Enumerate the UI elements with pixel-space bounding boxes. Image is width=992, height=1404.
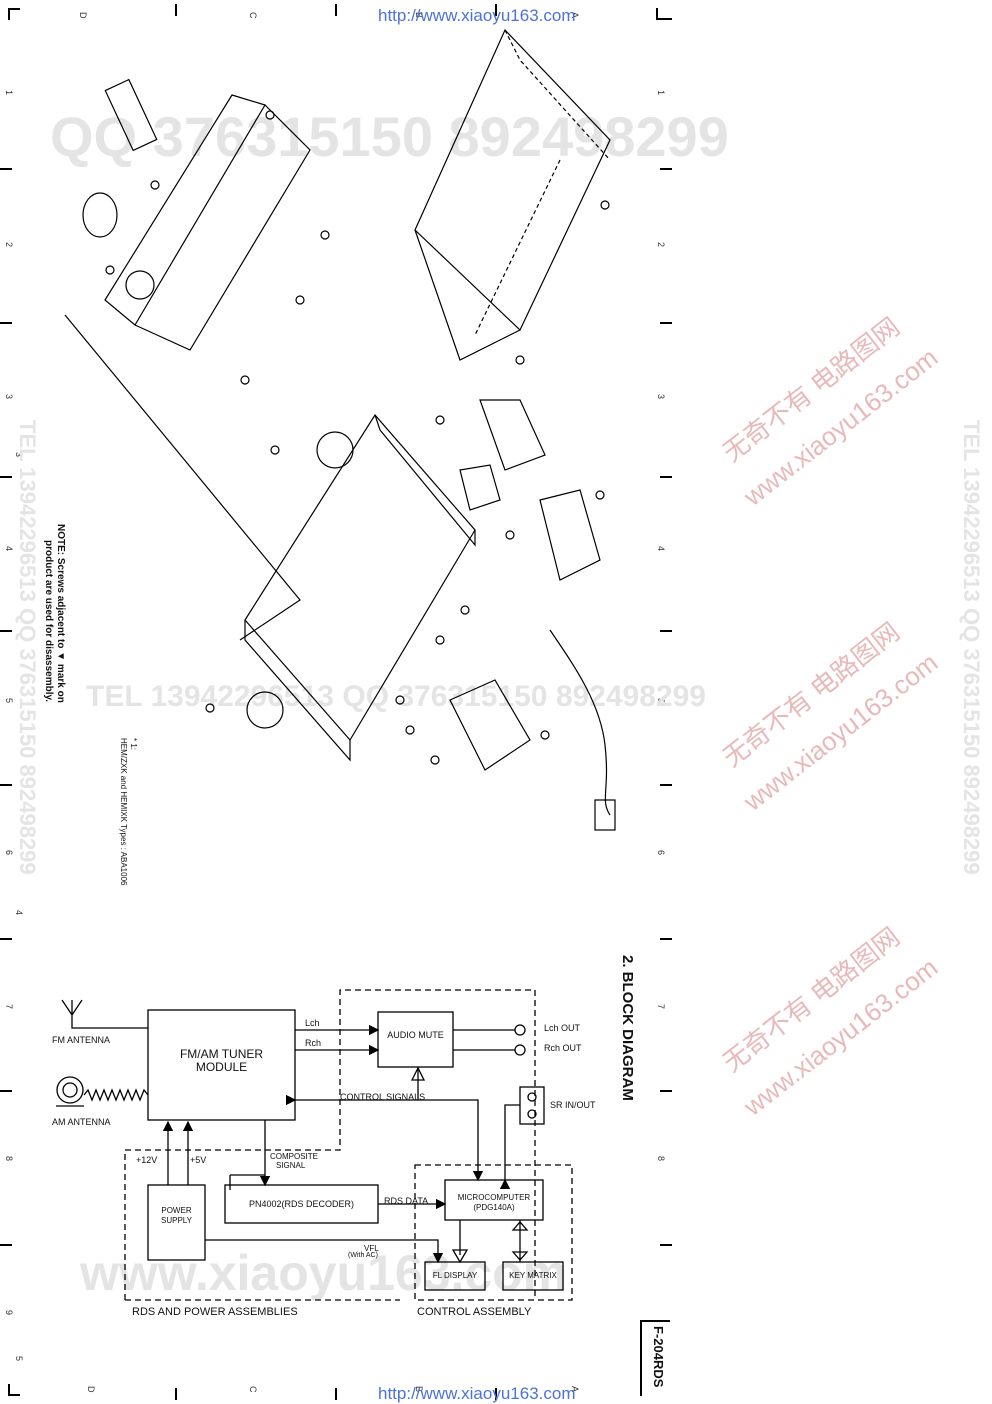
lch-label: Lch: [305, 1018, 320, 1028]
fm-antenna-icon: [61, 999, 148, 1029]
composite-label-line2: SIGNAL: [276, 1161, 306, 1170]
tuner-label-line2: MODULE: [195, 1060, 248, 1074]
rds-decoder-label: PN4002(RDS DECODER): [248, 1199, 355, 1209]
plus5v-label: +5V: [190, 1155, 207, 1165]
lch-out-label: Lch OUT: [544, 1023, 581, 1033]
composite-label-line1: COMPOSITE: [270, 1152, 319, 1161]
board-29: [479, 399, 546, 471]
am-antenna-label: AM ANTENNA: [52, 1117, 111, 1127]
control-signals-label: CONTROL SIGNALS: [340, 1092, 426, 1102]
display-window: [104, 78, 158, 152]
power-supply-box: [147, 1184, 206, 1261]
key-matrix-box: [502, 1261, 564, 1291]
tuner-module-box: [147, 1009, 296, 1121]
vfl-label-line1: VFL: [364, 1244, 379, 1253]
plug: [594, 799, 616, 831]
watermark-www: www.xiaoyu163.com: [80, 1245, 568, 1301]
microcomputer-box: [444, 1179, 544, 1221]
tuner-label-line1: FM/AM TUNER: [179, 1047, 264, 1061]
control-assembly-outline: [414, 1164, 573, 1301]
microcomputer-label-line2: (PDG140A): [473, 1203, 515, 1212]
sr-inout-label: SR IN/OUT: [550, 1100, 596, 1110]
board-30: [449, 679, 531, 771]
audio-mute-box: [377, 1011, 454, 1068]
rch-label: Rch: [305, 1038, 322, 1048]
power-supply-label-line1: POWER: [161, 1206, 192, 1215]
watermark-tel: TEL 13942296513 QQ 376315150 892498299: [86, 680, 706, 713]
board-32: [459, 464, 501, 511]
rds-data-label: RDS DATA: [384, 1196, 429, 1206]
rch-out-label: Rch OUT: [544, 1043, 582, 1053]
power-supply-label-line2: SUPPLY: [161, 1216, 192, 1225]
audio-mute-label: AUDIO MUTE: [387, 1030, 444, 1040]
plus12v-label: +12V: [136, 1155, 158, 1165]
cover-side: [414, 229, 521, 361]
microcomputer-label-line1: MICROCOMPUTER: [457, 1193, 531, 1202]
fl-display-label: FL DISPLAY: [432, 1271, 478, 1280]
rds-power-assembly-outline: [124, 989, 536, 1300]
control-assembly-label: CONTROL ASSEMBLY: [417, 1306, 532, 1318]
footer-url: http://www.xiaoyu163.com: [378, 1384, 576, 1403]
rds-power-assemblies-label: RDS AND POWER ASSEMBLIES: [132, 1306, 298, 1318]
vfl-label-line2: (With AC): [348, 1252, 378, 1259]
watermark-qq: QQ 376315150 892498299: [50, 105, 729, 168]
fl-display-box: [424, 1261, 486, 1291]
power-cord: [549, 629, 611, 816]
am-antenna-icon: [56, 1076, 84, 1104]
key-matrix-label: KEY MATRIX: [509, 1271, 557, 1280]
fm-antenna-label: FM ANTENNA: [52, 1035, 111, 1045]
header-url: http://www.xiaoyu163.com: [378, 6, 576, 25]
board-28: [539, 489, 601, 581]
knob: [82, 192, 118, 238]
